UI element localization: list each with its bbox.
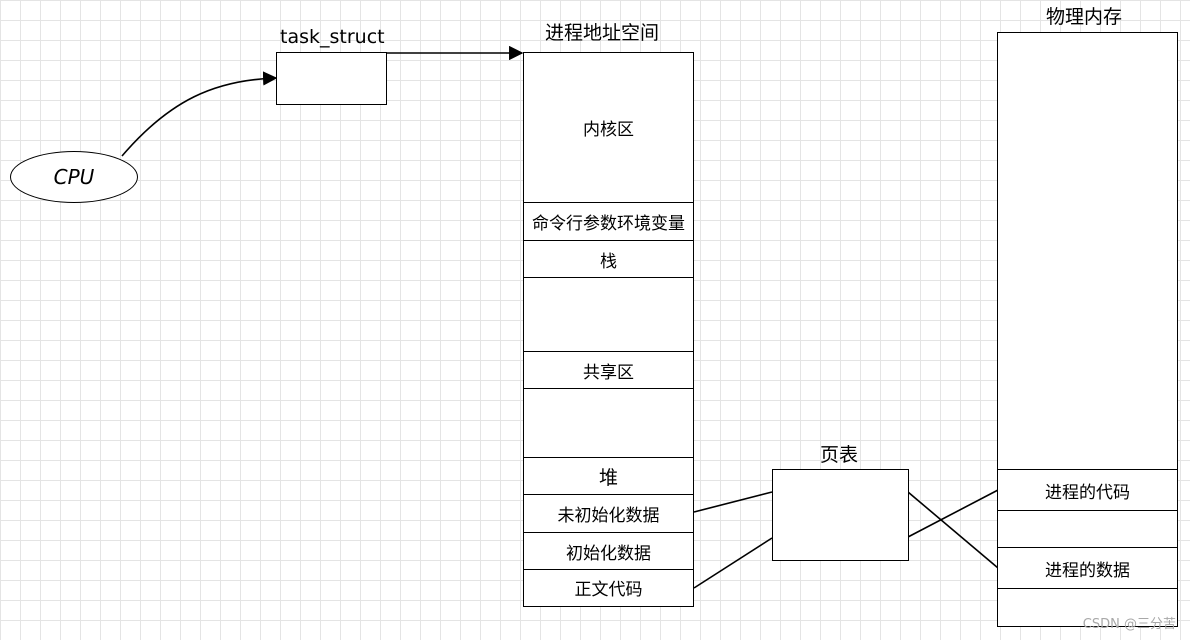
- bss-to-page-table-line: [693, 491, 773, 513]
- address-space-title: 进程地址空间: [545, 22, 660, 44]
- watermark: CSDN @三分苦: [1082, 617, 1176, 632]
- page-table-label: 页表: [820, 444, 859, 466]
- segment-shared-label: 共享区: [583, 362, 634, 383]
- page-table-to-data-line: [907, 491, 999, 569]
- heap-growth-area: [524, 389, 693, 458]
- segment-args-env: 命令行参数环境变量: [524, 203, 693, 241]
- cpu-to-task-arrow: [121, 71, 278, 157]
- page-table-box: [772, 469, 909, 561]
- segment-bss-label: 未初始化数据: [557, 506, 660, 526]
- segment-heap-label: 堆: [598, 466, 618, 489]
- address-space-block: 内核区 命令行参数环境变量 栈 共享区 堆 未初始化数据 初始化数据 正文代码: [523, 52, 694, 607]
- task-struct-label: task_struct: [280, 26, 385, 48]
- cpu-label: CPU: [53, 165, 95, 189]
- text-to-page-table-line: [693, 537, 773, 589]
- segment-data-label: 初始化数据: [566, 543, 651, 564]
- physical-gap-region: [998, 511, 1177, 548]
- physical-memory-free-area: [998, 33, 1177, 470]
- physical-memory-block: 进程的代码 进程的数据: [997, 32, 1178, 627]
- physical-code-label: 进程的代码: [1045, 482, 1130, 503]
- physical-data-label: 进程的数据: [1045, 560, 1130, 581]
- segment-shared: 共享区: [524, 352, 693, 389]
- cpu-node: CPU: [10, 151, 138, 203]
- task-struct-box: [276, 52, 387, 105]
- segment-kernel: 内核区: [524, 53, 693, 203]
- segment-text: 正文代码: [524, 570, 693, 605]
- physical-data-region: 进程的数据: [998, 548, 1177, 589]
- segment-heap: 堆: [524, 458, 693, 495]
- segment-kernel-label: 内核区: [583, 120, 634, 140]
- segment-bss: 未初始化数据: [524, 495, 693, 533]
- segment-args-env-label: 命令行参数环境变量: [532, 214, 685, 234]
- segment-stack-label: 栈: [600, 251, 617, 272]
- page-table-to-code-line: [907, 489, 999, 538]
- segment-text-label: 正文代码: [574, 580, 643, 600]
- segment-stack: 栈: [524, 241, 693, 278]
- segment-data: 初始化数据: [524, 533, 693, 570]
- physical-code-region: 进程的代码: [998, 470, 1177, 511]
- physical-memory-title: 物理内存: [1046, 6, 1123, 28]
- stack-growth-area: [524, 278, 693, 352]
